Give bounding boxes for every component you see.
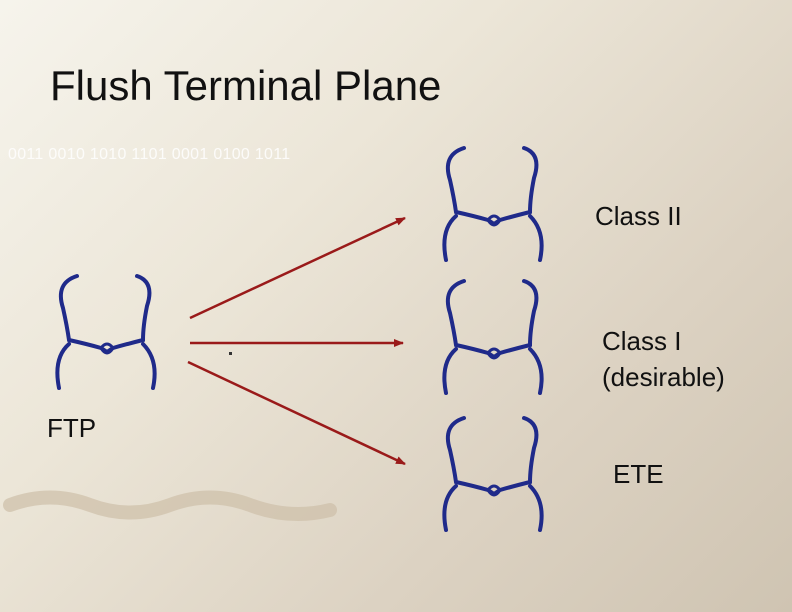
label-class-i: Class I (desirable) [602,323,725,395]
label-class-i-line1: Class I [602,326,682,356]
label-ftp: FTP [47,413,97,443]
ete-tooth-icon [442,416,544,532]
label-class-i-line2: (desirable) [602,362,725,392]
label-class-ii: Class II [595,201,682,231]
label-ete: ETE [613,459,664,489]
binary-decoration: 0011 0010 1010 1101 0001 0100 1011 [8,146,291,163]
wave-decoration [3,490,337,521]
arrow-to-ete [187,360,406,466]
class1-tooth-icon [442,279,544,395]
ftp-tooth-icon [55,274,157,390]
arrow-to-class2 [189,216,406,320]
class2-tooth-icon [442,146,544,262]
dot-mark [229,352,232,355]
slide-title: Flush Terminal Plane [50,62,442,109]
